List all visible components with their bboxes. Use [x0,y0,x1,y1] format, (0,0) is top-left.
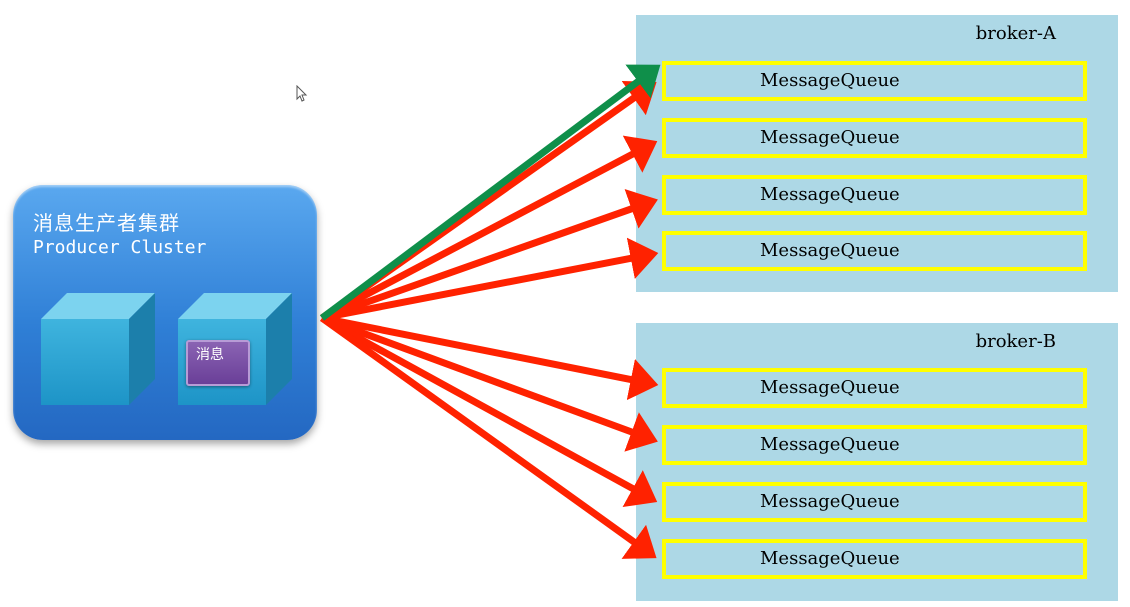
arrow-to-broker-b-queue-4 [319,315,657,559]
broker-b-queue-1: MessageQueue [662,368,1087,408]
arrow-to-broker-a-queue-2 [320,135,658,322]
arrow-to-broker-a-queue-4 [321,237,659,322]
producer-title-en: Producer Cluster [33,237,207,258]
broker-a-title: broker-A [975,23,1056,44]
mouse-cursor-icon [296,85,308,102]
broker-b-title: broker-B [975,331,1056,352]
producer-title-cn: 消息生产者集群 [33,211,180,235]
broker-b-panel: broker-B MessageQueue MessageQueue Messa… [636,323,1118,601]
arrow-to-broker-b-queue-3 [320,314,658,507]
arrow-to-broker-a-queue-1 [319,80,657,321]
producer-cluster-panel: 消息生产者集群 Producer Cluster 消息 [13,185,317,440]
broker-b-queue-2: MessageQueue [662,425,1087,465]
broker-b-queue-3: MessageQueue [662,482,1087,522]
broker-a-queue-2: MessageQueue [662,118,1087,158]
message-box: 消息 [186,340,250,386]
broker-b-queue-4: MessageQueue [662,539,1087,579]
broker-a-queue-3: MessageQueue [662,175,1087,215]
arrow-to-broker-b-queue-1 [321,314,659,401]
broker-a-panel: broker-A MessageQueue MessageQueue Messa… [636,15,1118,292]
arrow-green-selected-route [319,64,661,321]
arrow-to-broker-b-queue-2 [320,314,658,452]
broker-a-queue-4: MessageQueue [662,231,1087,271]
arrow-to-broker-a-queue-3 [320,189,658,322]
broker-a-queue-1: MessageQueue [662,61,1087,101]
